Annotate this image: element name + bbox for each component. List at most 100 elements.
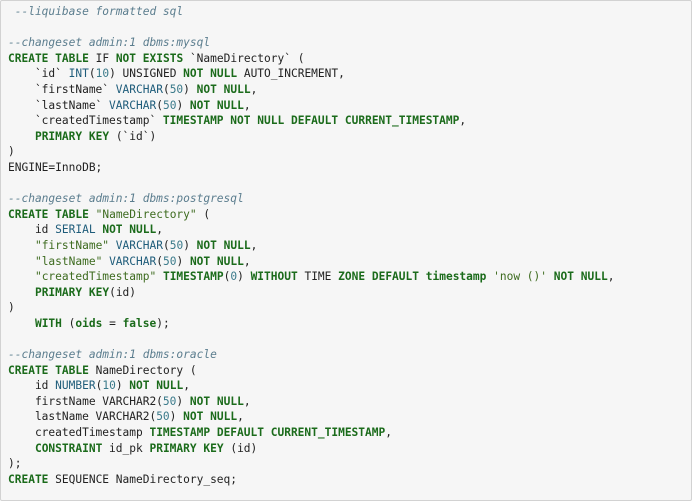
type-token: VARCHAR [109,98,157,112]
plain-token: ) [176,98,190,112]
number-token: 50 [156,410,170,424]
plain-token [8,239,35,252]
plain-token [338,114,345,127]
string-token: "NameDirectory" [95,207,197,221]
keyword-token: NULL [223,82,251,96]
plain-token: `firstName` [8,82,116,96]
plain-token: ( [223,270,231,284]
plain-token: ) [8,145,15,159]
keyword-token: NOT [230,114,251,128]
code-line [8,176,691,192]
number-token: 0 [230,270,238,284]
plain-token [8,255,35,268]
keyword-token: oids [75,316,103,330]
plain-token: = [102,316,123,330]
plain-token: ) [8,301,15,315]
code-line: CREATE SEQUENCE NameDirectory_seq; [8,472,691,488]
keyword-token: PRIMARY [34,285,83,299]
keyword-token: TIMESTAMP [162,114,224,128]
plain-token: IF [88,51,116,65]
code-line: CREATE TABLE NameDirectory ( [8,363,691,379]
plain-token: ( [162,82,170,96]
keyword-token: CURRENT_TIMESTAMP [344,114,460,128]
keyword-token: NULL [210,67,238,81]
keyword-token: NOT [183,67,204,81]
keyword-token: CURRENT_TIMESTAMP [270,426,386,440]
keyword-token: TABLE [55,207,89,221]
plain-token [136,52,143,65]
plain-token [365,270,372,283]
plain-token: , [183,379,190,393]
plain-token: ( [162,238,170,252]
type-token: INT [68,67,89,81]
plain-token [89,208,96,221]
keyword-token: NOT [553,270,574,284]
string-token: 'now ()' [493,270,548,284]
plain-token: ( [88,67,96,81]
keyword-token: NOT [189,254,211,268]
plain-token [82,130,89,143]
plain-token [217,83,224,96]
plain-token: , [250,238,258,252]
type-token: VARCHAR [115,238,163,252]
code-line [8,20,691,36]
string-token: "createdTimestamp" [34,270,157,284]
number-token: 50 [169,82,184,96]
plain-token: `id` [8,67,69,81]
sql-code-listing[interactable]: --liquibase formatted sql --changeset adm… [1,1,691,487]
plain-token: ( [196,207,211,221]
code-line: lastName VARCHAR2(50) NOT NULL, [8,409,691,425]
code-line: ) [8,300,691,316]
comment-token: --liquibase formatted sql [8,5,184,18]
keyword-token: NOT [115,51,137,65]
plain-token: ( [156,254,163,268]
code-line: WITH (oids = false); [8,316,691,332]
code-line [8,331,691,347]
keyword-token: TIMESTAMP [162,270,224,284]
plain-token [547,270,554,283]
plain-token: firstName VARCHAR2( [8,394,163,408]
code-line: --changeset admin:1 dbms:oracle [8,347,691,363]
comment-token: --changeset admin:1 dbms:mysql [8,36,211,50]
keyword-token: WITHOUT [250,270,298,284]
keyword-token: TIMESTAMP [149,426,211,440]
type-token: NUMBER [55,379,96,393]
code-line: `id` INT(10) UNSIGNED NOT NULL AUTO_INCR… [8,66,691,82]
keyword-token: NULL [210,410,238,424]
keyword-token: PRIMARY [34,129,83,143]
plain-token [8,442,35,455]
plain-token [210,255,217,268]
keyword-token: CREATE [8,472,49,486]
plain-token: ) [115,379,130,393]
keyword-token: timestamp [425,270,487,284]
keyword-token: DEFAULT [290,114,339,128]
number-token: 50 [169,238,184,252]
code-line: `lastName` VARCHAR(50) NOT NULL, [8,98,691,114]
code-line: CONSTRAINT id_pk PRIMARY KEY (id) [8,441,691,457]
plain-token: id [8,223,56,237]
keyword-token: WITH [34,316,62,330]
code-line: `firstName` VARCHAR(50) NOT NULL, [8,82,691,98]
plain-token: `NameDirectory` ( [183,51,305,65]
plain-token: , [459,114,467,128]
keyword-token: KEY [88,129,110,143]
keyword-token: KEY [88,285,110,299]
keyword-token: false [122,316,157,330]
plain-token: , [237,410,244,424]
plain-token: SEQUENCE NameDirectory_seq; [48,472,238,486]
plain-token: `lastName` [8,98,110,112]
number-token: 10 [95,67,110,81]
keyword-token: PRIMARY [149,441,197,455]
plain-token [217,239,224,252]
comment-token: --changeset admin:1 dbms:postgresql [8,192,244,206]
keyword-token: DEFAULT [371,270,419,284]
type-token: VARCHAR [115,82,163,96]
plain-token [210,395,217,408]
keyword-token: TABLE [55,51,89,65]
plain-token: ) [237,270,251,284]
plain-token: ( [95,379,103,393]
keyword-token: CONSTRAINT [34,441,103,455]
code-line: `createdTimestamp` TIMESTAMP NOT NULL DE… [8,113,691,129]
keyword-token: NOT [102,223,123,237]
keyword-token: NOT [189,394,211,408]
